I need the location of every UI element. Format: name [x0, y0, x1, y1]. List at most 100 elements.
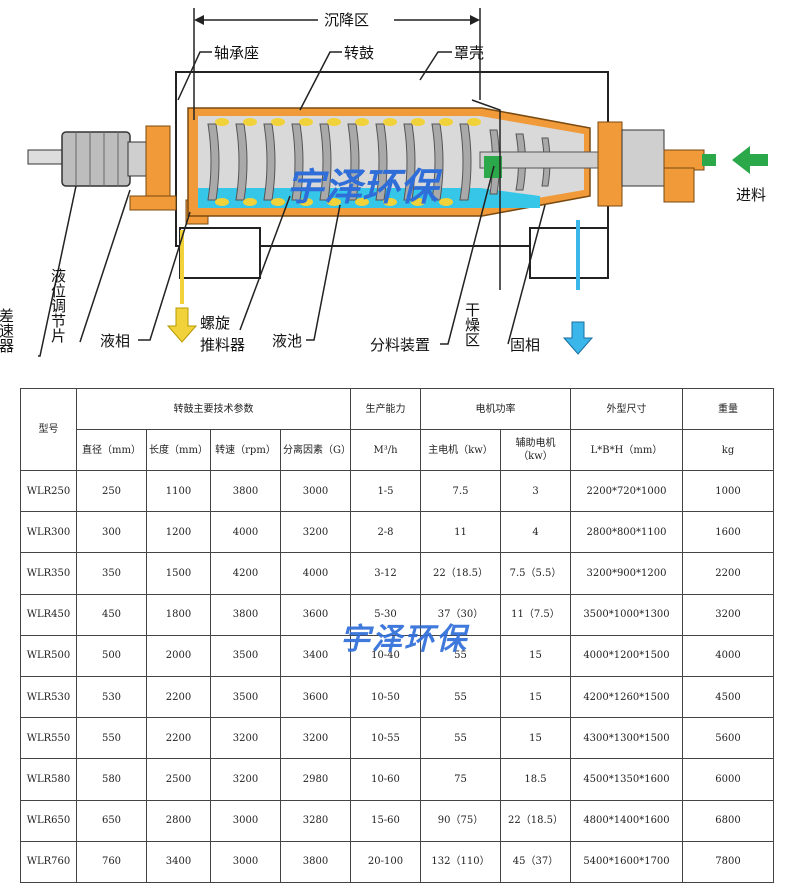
- table-cell: 250: [76, 469, 147, 513]
- table-cell: 2500: [146, 758, 211, 801]
- table-watermark: 宇泽环保: [340, 622, 468, 657]
- table-cell: 15: [500, 675, 571, 719]
- table-cell: 1600: [682, 511, 774, 554]
- table-cell: 6800: [682, 799, 774, 842]
- table-cell: 3500: [210, 675, 281, 719]
- table-cell: 2200: [682, 552, 774, 595]
- bearing-seat-right: [597, 121, 623, 207]
- table-cell: 6000: [682, 758, 774, 801]
- table-cell: 2980: [280, 758, 351, 801]
- table-cell: 15: [500, 717, 571, 760]
- label-distributor: 分料装置: [370, 336, 430, 354]
- cell-model: WLR580: [20, 758, 77, 801]
- cell-model: WLR760: [20, 840, 77, 883]
- subheader-capacity-unit: M³/h: [350, 429, 421, 471]
- cell-model: WLR650: [20, 799, 77, 842]
- table-cell: 2200: [146, 717, 211, 760]
- header-dimensions: 外型尺寸: [570, 388, 683, 430]
- table-cell: 2800*800*1100: [570, 511, 683, 554]
- table-cell: 5400*1600*1700: [570, 840, 683, 883]
- table-cell: 4200*1260*1500: [570, 675, 683, 719]
- table-cell: 132（110）: [420, 840, 501, 883]
- table-cell: 1800: [146, 593, 211, 636]
- table-cell: 2-8: [350, 511, 421, 554]
- table-cell: 4300*1300*1500: [570, 717, 683, 760]
- table-cell: 3500*1000*1300: [570, 593, 683, 636]
- table-cell: 10-40: [350, 634, 421, 677]
- table-cell: 2800: [146, 799, 211, 842]
- table-cell: 10-50: [350, 675, 421, 719]
- table-cell: 90（75）: [420, 799, 501, 842]
- cell-model: WLR350: [20, 552, 77, 595]
- table-cell: 3800: [210, 469, 281, 513]
- table-cell: 3000: [210, 840, 281, 883]
- table-cell: 300: [76, 511, 147, 554]
- label-differential: 差速器: [0, 308, 15, 353]
- subheader-dimension-unit: L*B*H（mm）: [570, 429, 683, 471]
- label-bearing-seat: 轴承座: [214, 44, 259, 62]
- table-cell: 55: [420, 675, 501, 719]
- table-cell: 22（18.5）: [500, 799, 571, 842]
- table-cell: 15-60: [350, 799, 421, 842]
- cell-model: WLR550: [20, 717, 77, 760]
- table-cell: 4500*1350*1600: [570, 758, 683, 801]
- table-cell: 7800: [682, 840, 774, 883]
- header-motor-power: 电机功率: [420, 388, 571, 430]
- table-cell: 3800: [210, 593, 281, 636]
- liquid-phase-arrow-icon: [166, 307, 198, 343]
- label-liquid-phase: 液相: [100, 332, 130, 350]
- centrifuge-diagram: 进料 沉降区 轴承座 转鼓 罩壳 差速器 液位调节片 干燥区 液相 螺旋 推料器…: [0, 8, 768, 357]
- table-cell: 3600: [280, 675, 351, 719]
- table-cell: 3280: [280, 799, 351, 842]
- subheader-diameter: 直径（mm）: [76, 429, 147, 471]
- header-drum-params: 转鼓主要技术参数: [76, 388, 351, 430]
- table-cell: 1200: [146, 511, 211, 554]
- screw-conveyor: [207, 123, 551, 201]
- solid-phase-arrow-icon: [562, 321, 594, 355]
- label-cover: 罩壳: [454, 44, 484, 62]
- table-cell: 10-60: [350, 758, 421, 801]
- table-cell: 4: [500, 511, 571, 554]
- label-solid-phase: 固相: [510, 336, 540, 354]
- table-cell: 3500: [210, 634, 281, 677]
- table-cell: 4000: [210, 511, 281, 554]
- label-level-plate: 液位调节片: [49, 268, 67, 343]
- table-cell: 2200*720*1000: [570, 469, 683, 513]
- frame-lower-right: [529, 227, 609, 279]
- table-cell: 3000: [280, 469, 351, 513]
- table-cell: 3: [500, 469, 571, 513]
- label-screw-2: 推料器: [200, 336, 245, 354]
- header-weight: 重量: [682, 388, 774, 430]
- feed-arrow-icon: [732, 146, 768, 174]
- table-cell: 650: [76, 799, 147, 842]
- header-model: 型号: [20, 388, 77, 471]
- table-cell: 15: [500, 634, 571, 677]
- table-cell: 3400: [146, 840, 211, 883]
- cell-model: WLR450: [20, 593, 77, 636]
- solid-deposits: [215, 118, 481, 206]
- table-cell: 1500: [146, 552, 211, 595]
- table-cell: 18.5: [500, 758, 571, 801]
- label-settling-zone: 沉降区: [324, 11, 369, 29]
- label-drying-zone: 干燥区: [463, 302, 481, 347]
- table-cell: 500: [76, 634, 147, 677]
- table-cell: 7.5（5.5）: [500, 552, 571, 595]
- cell-model: WLR500: [20, 634, 77, 677]
- table-cell: 3600: [280, 593, 351, 636]
- table-cell: 4000: [682, 634, 774, 677]
- table-cell: 3200*900*1200: [570, 552, 683, 595]
- table-cell: 55: [420, 634, 501, 677]
- spec-table: 型号 转鼓主要技术参数 生产能力 电机功率 外型尺寸 重量 直径（mm） 长度（…: [20, 388, 774, 883]
- table-cell: 1-5: [350, 469, 421, 513]
- feed-inlet: [663, 149, 705, 171]
- table-cell: 4500: [682, 675, 774, 719]
- differential-body: [61, 131, 131, 187]
- frame-lower-left: [179, 227, 261, 279]
- diagram-watermark: 宇泽环保: [286, 165, 443, 209]
